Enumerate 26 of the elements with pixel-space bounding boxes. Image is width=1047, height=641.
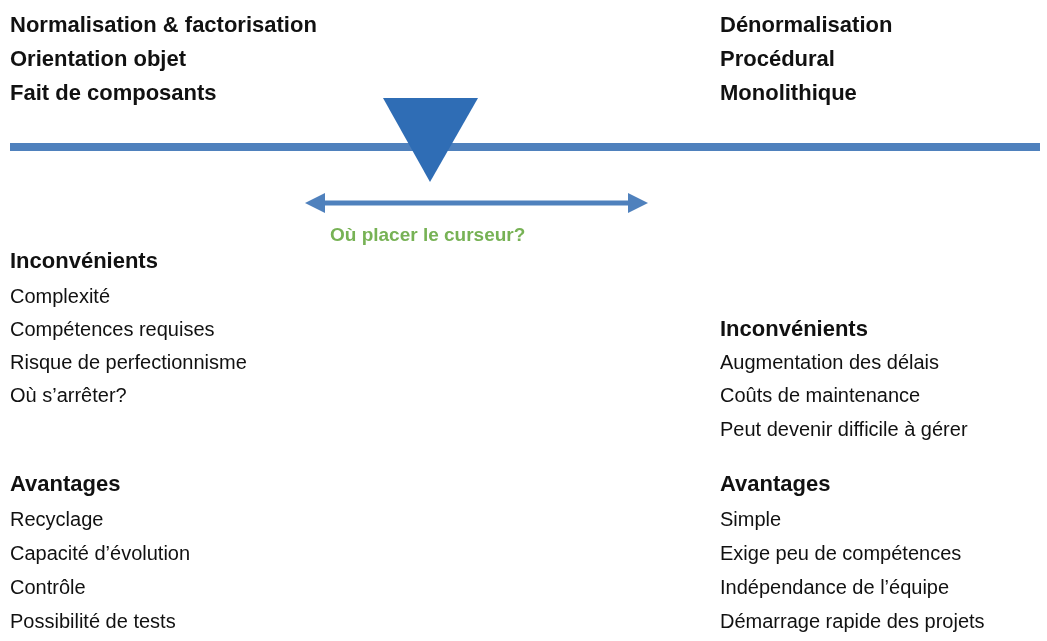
list-item-text: Où s’arrêter? xyxy=(10,383,127,408)
heading-text: Monolithique xyxy=(720,80,857,106)
list-item-text: Risque de perfectionnisme xyxy=(10,350,247,375)
list-item-text: Exige peu de compétences xyxy=(720,541,962,566)
list-item-text: Coûts de maintenance xyxy=(720,383,921,408)
heading-text: Inconvénients xyxy=(10,248,158,274)
list-item-text: Augmentation des délais xyxy=(720,350,940,375)
list-item-text: Simple xyxy=(720,507,782,532)
list-item-text: Capacité d’évolution xyxy=(10,541,191,566)
heading-text: Normalisation & factorisation xyxy=(10,12,317,38)
list-item-text: Possibilité de tests xyxy=(10,609,176,634)
heading-text: Procédural xyxy=(720,46,835,72)
heading-text: Fait de composants xyxy=(10,80,217,106)
list-item-text: Compétences requises xyxy=(10,317,215,342)
list-item-text: Recyclage xyxy=(10,507,104,532)
list-item-text: Complexité xyxy=(10,284,111,309)
heading-text: Avantages xyxy=(10,471,121,497)
list-item-text: Démarrage rapide des projets xyxy=(720,609,985,634)
list-item-text: Peut devenir difficile à gérer xyxy=(720,417,968,442)
question-text: Où placer le curseur? xyxy=(330,223,526,247)
heading-text: Inconvénients xyxy=(720,316,868,342)
list-item-text: Contrôle xyxy=(10,575,86,600)
list-item-text: Indépendance de l’équipe xyxy=(720,575,950,600)
heading-text: Avantages xyxy=(720,471,831,497)
heading-text: Orientation objet xyxy=(10,46,186,72)
heading-text: Dénormalisation xyxy=(720,12,893,38)
